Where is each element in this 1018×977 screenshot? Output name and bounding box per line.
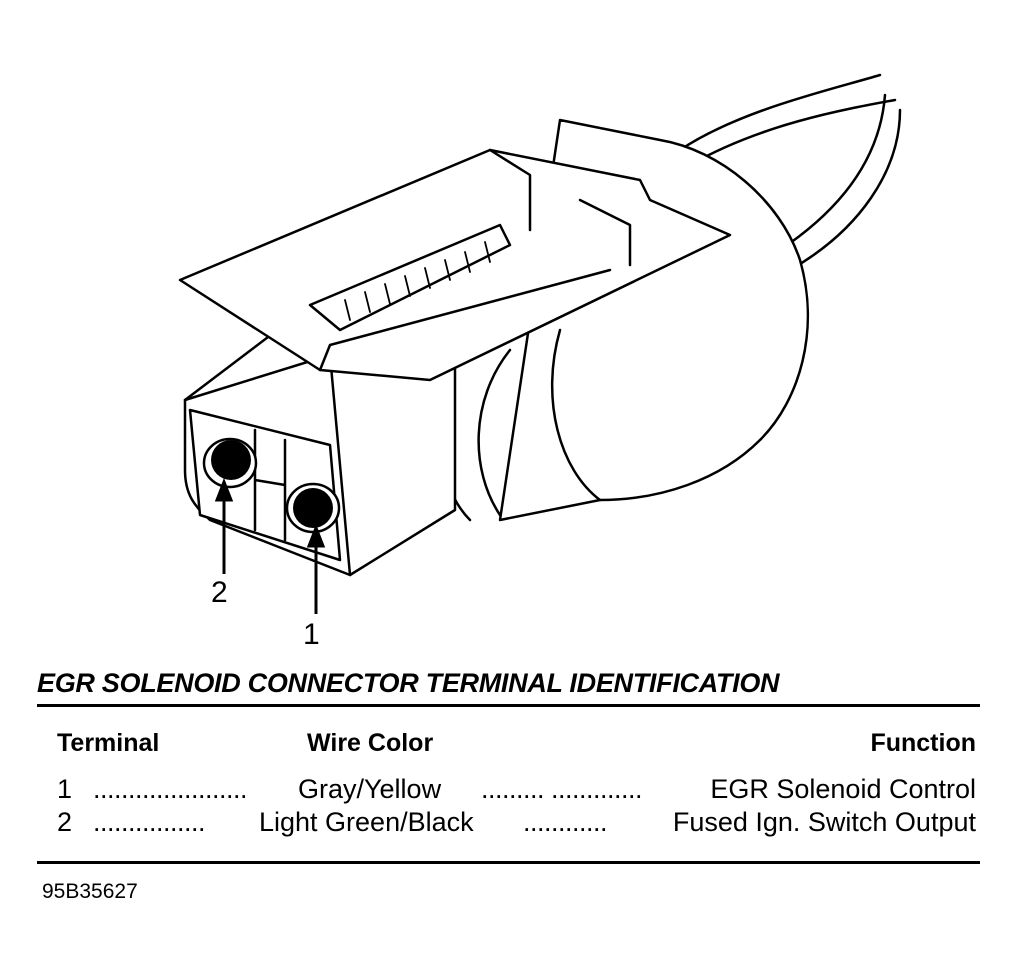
cell-function: EGR Solenoid Control [710,774,976,804]
connector-drawing [178,73,902,614]
cell-terminal: 2 [57,807,73,837]
terminal-label-2: 2 [211,576,228,609]
leader-dots: ................ [93,807,206,837]
wire-lower [778,93,902,272]
table-row: 1 ...................... Gray/Yellow ...… [57,774,976,806]
latch-ribs [344,241,491,321]
header-wire-color: Wire Color [307,729,434,757]
leader-arrow-1 [306,523,326,548]
table-rule-bottom [37,861,980,864]
leader-arrow-2 [214,477,234,502]
wire-upper [678,73,897,167]
table-row: 2 ................ Light Green/Black ...… [57,807,976,839]
terminal-pin-2 [211,440,251,480]
latch-slot [308,223,512,332]
table-rule-top [37,704,980,707]
cell-wire-color: Light Green/Black [259,807,474,837]
header-terminal: Terminal [57,729,160,757]
table-title: EGR SOLENOID CONNECTOR TERMINAL IDENTIFI… [37,668,780,698]
header-function: Function [870,729,976,757]
leader-dots: ............ [523,807,608,837]
cell-terminal: 1 [57,774,73,804]
cell-function: Fused Ign. Switch Output [672,807,976,837]
cell-wire-color: Gray/Yellow [298,774,442,804]
leader-dots: ...................... [93,774,248,804]
terminal-label-1: 1 [303,618,320,651]
figure-code: 95B35627 [42,880,138,903]
face-divider [253,428,287,542]
leader-dots: ......... ............. [481,774,643,804]
terminal-pin-1 [293,488,333,528]
latch-ridge [318,148,632,372]
